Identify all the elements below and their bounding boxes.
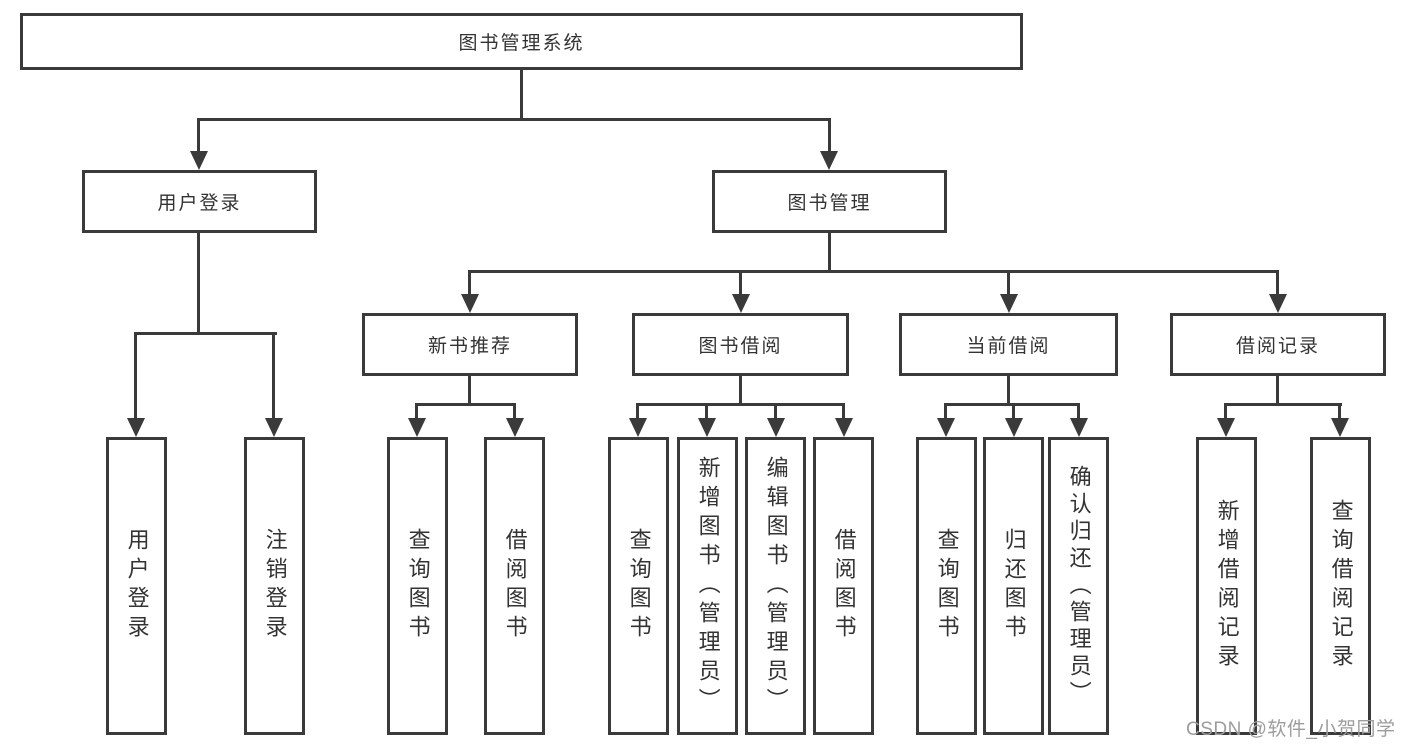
arrowhead-down-icon [820,151,838,170]
leaf-search-books-recommend: 查询图书 [387,437,448,735]
connector-drop [1077,403,1080,420]
connector-stem [520,70,523,120]
connector-drop [468,270,471,297]
node-label: 用户登录 [124,528,150,644]
arrowhead-down-icon [835,418,853,437]
node-library-management-system: 图书管理系统 [20,13,1023,70]
arrowhead-down-icon [629,418,647,437]
node-book-borrowing: 图书借阅 [632,313,849,376]
node-label: 借阅图书 [502,528,528,644]
arrowhead-down-icon [1005,418,1023,437]
leaf-edit-books-admin: 编辑图书（管理员） [745,437,806,735]
connector-stem [828,233,831,272]
node-label: 查询借阅记录 [1328,499,1354,673]
connector-rail [415,403,516,406]
connector-stem [1276,376,1279,405]
arrowhead-down-icon [1000,294,1018,313]
node-label: 编辑图书（管理员） [763,455,789,717]
arrowhead-down-icon [1269,294,1287,313]
connector-drop [842,403,845,420]
arrowhead-down-icon [698,418,716,437]
node-book-management: 图书管理 [712,170,947,233]
leaf-borrow-books-borrowing: 借阅图书 [813,437,874,735]
arrowhead-down-icon [461,294,479,313]
leaf-return-books: 归还图书 [983,437,1044,735]
leaf-search-books-borrowing: 查询图书 [608,437,669,735]
connector-drop [1224,403,1227,420]
arrowhead-down-icon [190,151,208,170]
leaf-add-books-admin: 新增图书（管理员） [677,437,738,735]
connector-drop [134,332,137,420]
connector-drop [739,270,742,297]
connector-drop [1012,403,1015,420]
connector-drop [513,403,516,420]
node-current-borrowing: 当前借阅 [899,313,1118,376]
leaf-confirm-return-admin: 确认归还（管理员） [1048,437,1109,735]
node-label: 图书借阅 [698,336,783,357]
arrowhead-down-icon [732,294,750,313]
connector-stem [739,376,742,405]
connector-stem [197,233,200,334]
node-label: 新增图书（管理员） [695,455,721,717]
node-label: 确认归还（管理员） [1066,464,1092,708]
arrowhead-down-icon [1070,418,1088,437]
connector-drop [705,403,708,420]
arrowhead-down-icon [127,418,145,437]
connector-stem [1007,376,1010,405]
arrowhead-down-icon [265,418,283,437]
connector-drop [636,403,639,420]
connector-stem [468,376,471,405]
connector-drop [944,403,947,420]
node-label: 查询图书 [934,528,960,644]
leaf-user-login: 用户登录 [106,437,167,735]
connector-drop [1276,270,1279,297]
connector-drop [272,332,275,420]
node-label: 图书管理 [787,193,872,214]
node-label: 新增借阅记录 [1214,499,1240,673]
node-label: 借阅记录 [1235,336,1320,357]
connector-drop [828,118,831,154]
watermark: CSDN @软件_小贺同学 [1186,719,1396,740]
arrowhead-down-icon [1331,418,1349,437]
connector-drop [1338,403,1341,420]
leaf-logout-login: 注销登录 [244,437,305,735]
node-label: 查询图书 [405,528,431,644]
arrowhead-down-icon [767,418,785,437]
arrowhead-down-icon [506,418,524,437]
node-label: 借阅图书 [831,528,857,644]
connector-drop [415,403,418,420]
node-user-login: 用户登录 [82,170,317,233]
node-label: 注销登录 [262,528,288,644]
node-label: 用户登录 [157,193,242,214]
arrowhead-down-icon [408,418,426,437]
arrowhead-down-icon [1217,418,1235,437]
connector-rail [468,270,1279,273]
node-borrowing-records: 借阅记录 [1170,313,1386,376]
node-label: 当前借阅 [966,336,1051,357]
node-label: 归还图书 [1001,528,1027,644]
connector-drop [197,118,200,154]
connector-rail [636,403,845,406]
connector-rail [1224,403,1342,406]
node-label: 新书推荐 [427,336,512,357]
connector-rail [134,332,277,335]
leaf-search-books-current: 查询图书 [916,437,977,735]
node-label: 图书管理系统 [458,33,585,54]
connector-drop [774,403,777,420]
connector-rail [197,118,831,121]
node-label: 查询图书 [626,528,652,644]
leaf-add-borrow-record: 新增借阅记录 [1196,437,1257,735]
node-new-book-recommendation: 新书推荐 [362,313,578,376]
arrowhead-down-icon [937,418,955,437]
leaf-search-borrow-record: 查询借阅记录 [1310,437,1371,735]
connector-drop [1007,270,1010,297]
leaf-borrow-books-recommend: 借阅图书 [484,437,545,735]
